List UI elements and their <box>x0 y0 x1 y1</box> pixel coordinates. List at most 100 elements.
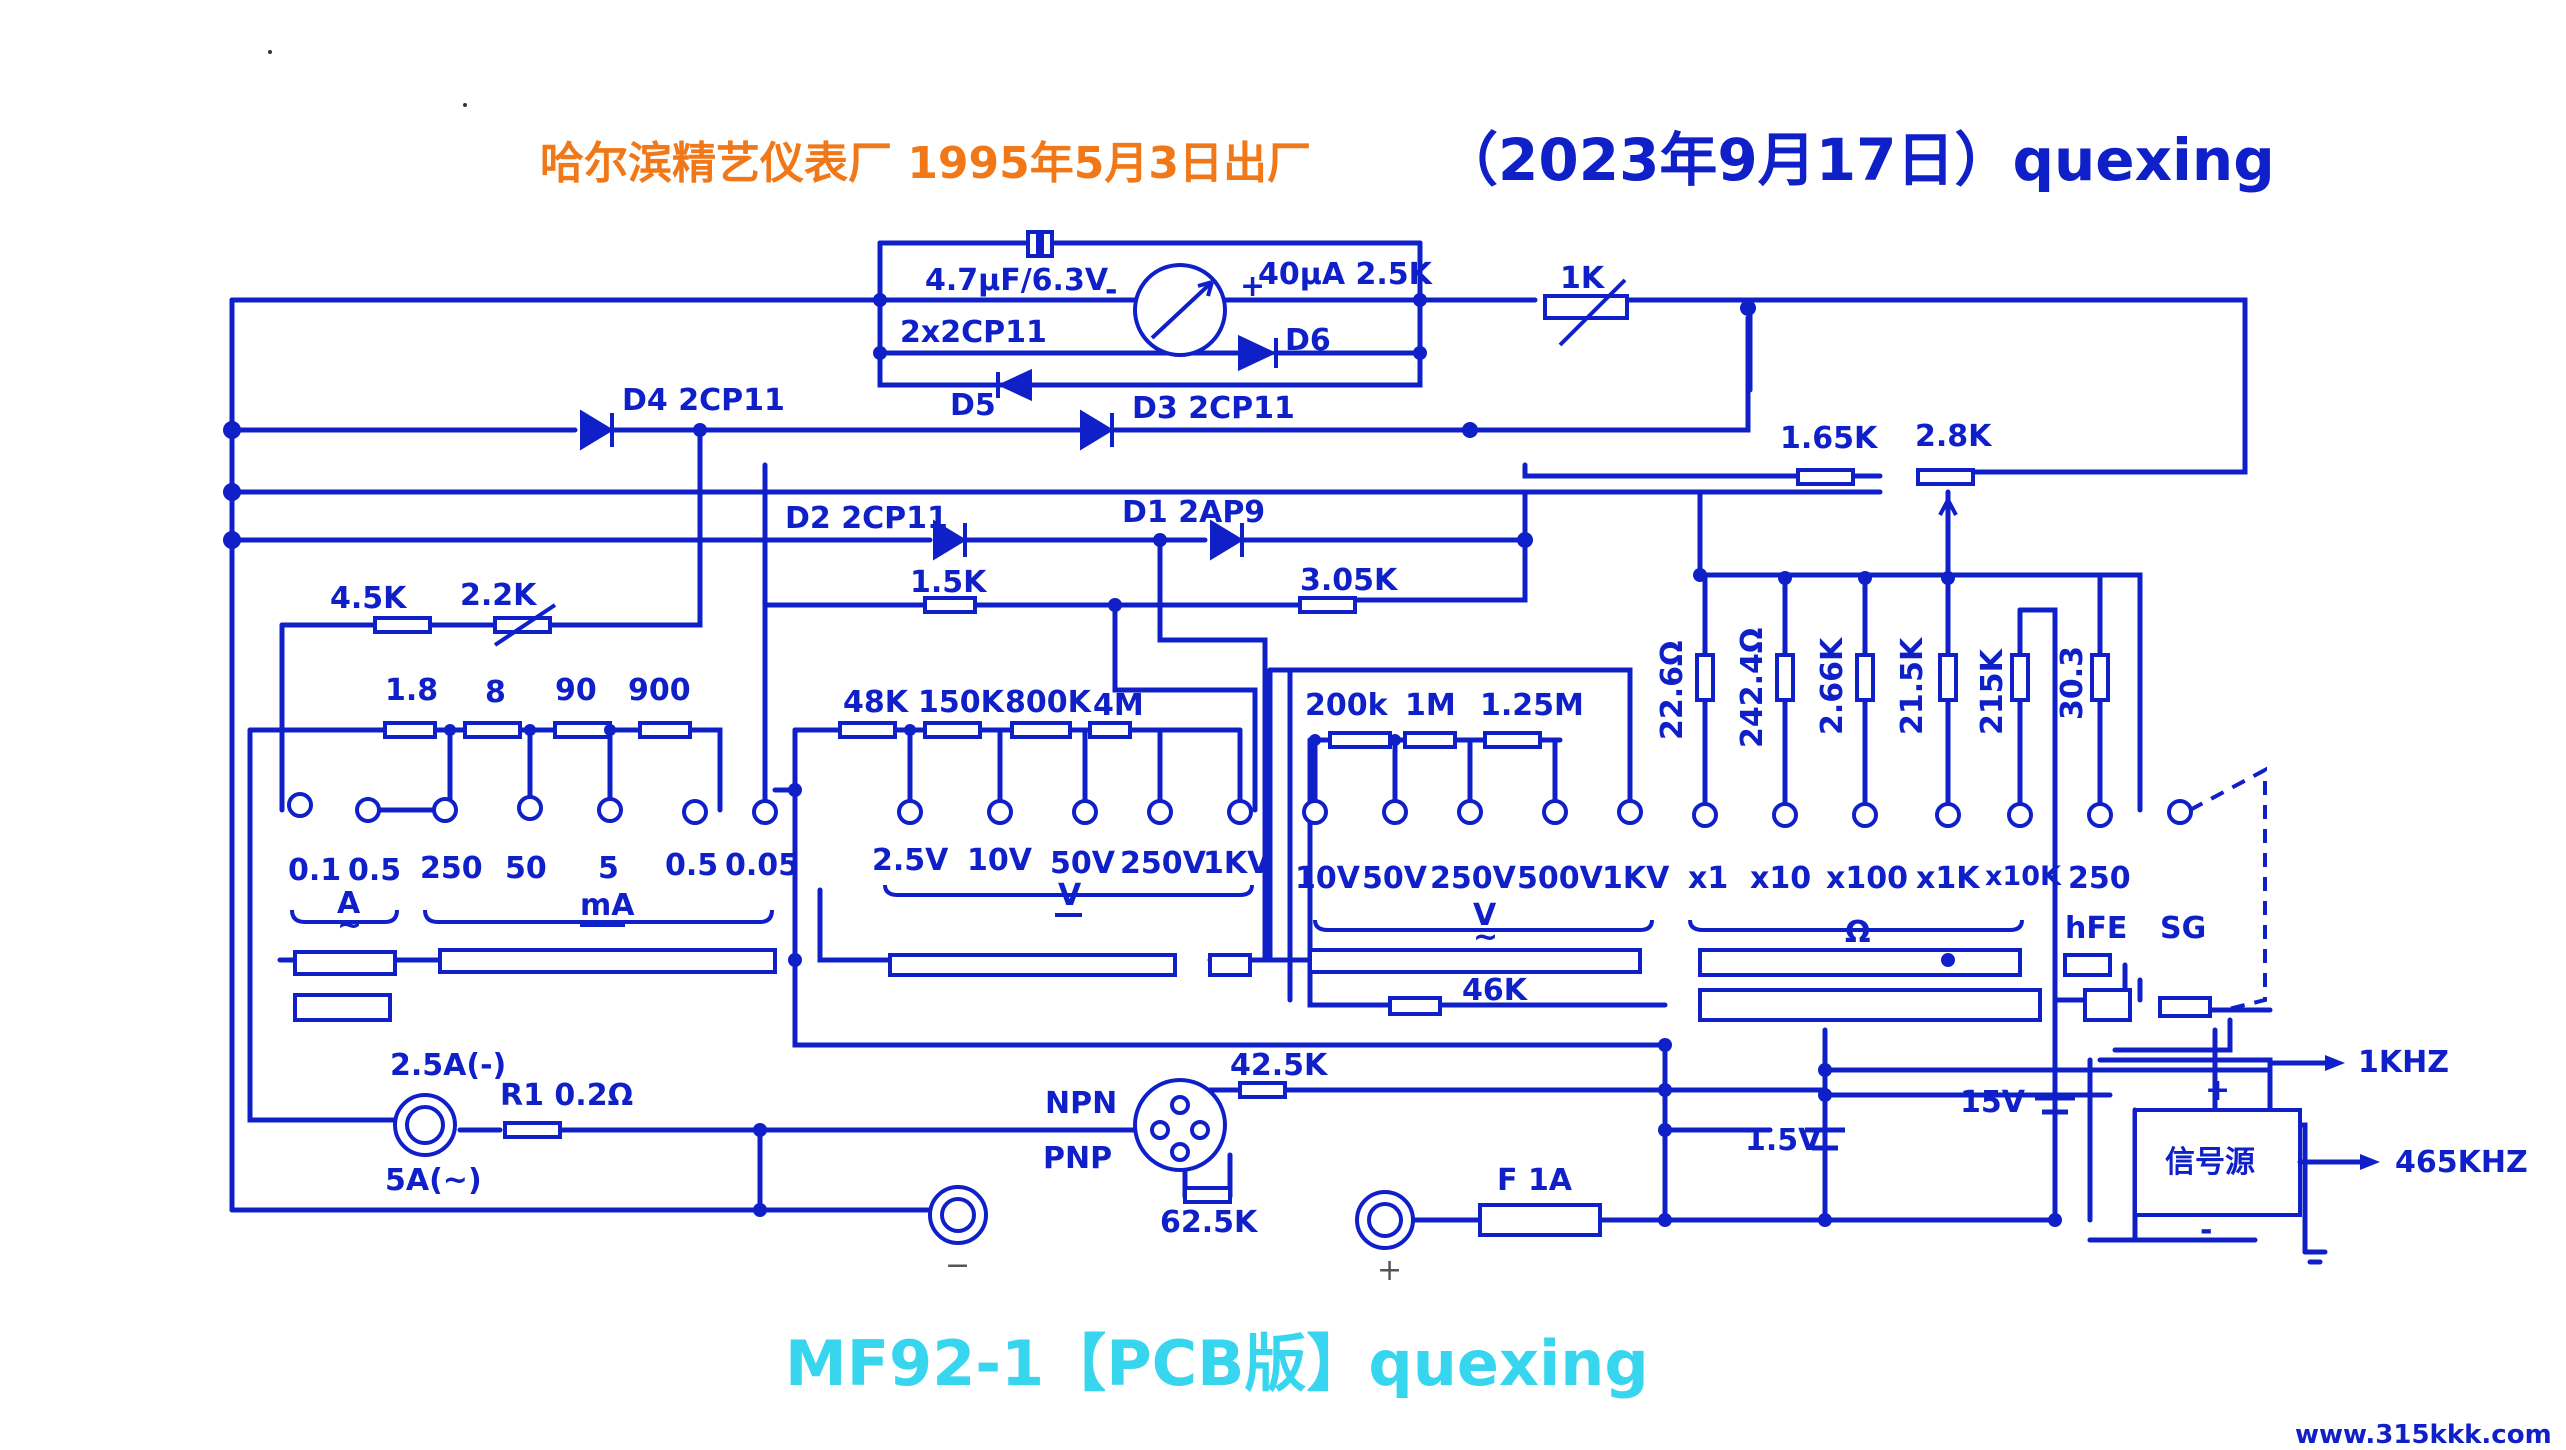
shunt-label: 90 <box>555 673 597 708</box>
out-1khz-label: 1KHZ <box>2358 1045 2449 1080</box>
signal-source-box <box>2133 1108 2302 1217</box>
group-labels: A ~ mA V V ~ Ω hFE SG <box>290 878 2206 955</box>
dcv-resistor-label: 48K <box>843 685 910 720</box>
diode-d2 <box>933 519 967 561</box>
footer-model: MF92-1【PCB版】quexing <box>785 1327 1649 1400</box>
out-465khz-label: 465KHZ <box>2395 1145 2528 1180</box>
dcv-resistor-label: 150K <box>918 685 1006 720</box>
acv-resistors: 200k 1M 1.25M <box>1305 688 1584 749</box>
sg-plus-label: + <box>2205 1073 2230 1108</box>
pnp-label: PNP <box>1043 1141 1112 1176</box>
shunt-label: 8 <box>485 675 506 710</box>
range-label: 50V <box>1050 846 1116 881</box>
range-label: 1KV <box>1203 846 1271 881</box>
sg-dashed-link <box>2189 766 2267 1012</box>
npn-label: NPN <box>1045 1086 1117 1121</box>
wiring <box>229 240 2308 1255</box>
range-label: 5 <box>598 851 619 886</box>
diode-d5 <box>996 368 1032 402</box>
diode-d4 <box>580 409 614 451</box>
r-4-5k-label: 4.5K <box>330 581 408 616</box>
pot-2-2k-label: 2.2K <box>460 578 538 613</box>
shunt-label: 900 <box>628 673 691 708</box>
jack-5a-label: 5A(~) <box>385 1163 482 1198</box>
range-label: 0.1 <box>288 853 341 888</box>
resistor-1-5k <box>923 596 977 614</box>
resistor-r1 <box>503 1121 562 1139</box>
shunt-label: 1.8 <box>385 673 438 708</box>
d3-label: D3 2CP11 <box>1132 391 1295 426</box>
diode-d6 <box>1238 334 1278 372</box>
group-hfe: hFE <box>2065 911 2127 946</box>
range-label: x1K <box>1916 861 1981 896</box>
pot-2-8k <box>1916 468 1975 486</box>
range-label: 50 <box>505 851 547 886</box>
meter-plus: + <box>1240 269 1265 304</box>
resistor-46k <box>1388 996 1442 1016</box>
diode-d3 <box>1080 409 1114 451</box>
ohm-resistor-label: 30.3 <box>2055 646 2090 720</box>
range-label: 250 <box>420 851 483 886</box>
terminal-plus-label: + <box>1377 1253 1402 1288</box>
ground-symbol <box>2302 1249 2328 1265</box>
current-range-labels: 0.1 0.5 250 50 5 0.5 0.05 <box>288 848 799 888</box>
range-label: 0.5 <box>348 853 401 888</box>
range-label: 0.5 <box>665 848 718 883</box>
meter-minus: - <box>1105 273 1117 308</box>
r-42-5k-label: 42.5K <box>1230 1048 1329 1083</box>
ohm-resistors: 22.6Ω 242.4Ω 2.66K 21.5K 215K 30.3 <box>1655 628 2110 748</box>
ohm-resistor-label: 22.6Ω <box>1655 640 1690 740</box>
range-label: 50V <box>1362 861 1428 896</box>
jack-2-5a-label: 2.5A(-) <box>390 1048 506 1083</box>
range-label: 10V <box>1295 861 1361 896</box>
switch-sliders <box>293 948 2212 1022</box>
header-maker: 哈尔滨精艺仪表厂 1995年5月3日出厂 <box>540 138 1311 189</box>
acv-resistor-label: 200k <box>1305 688 1389 723</box>
ohm-resistor-label: 2.66K <box>1815 636 1850 735</box>
stray-dot <box>268 50 272 54</box>
range-label: 500V <box>1517 861 1604 896</box>
d1-label: D1 2AP9 <box>1122 495 1265 530</box>
battery-15v <box>2035 1095 2075 1115</box>
d4-label: D4 2CP11 <box>622 383 785 418</box>
header-note: （2023年9月17日）quexing <box>1440 126 2275 194</box>
fuse-label: F 1A <box>1497 1163 1573 1198</box>
transistor-socket[interactable] <box>1133 1078 1227 1172</box>
d5-label: D5 <box>950 388 996 423</box>
r-3-05k-label: 3.05K <box>1300 563 1399 598</box>
shunt-resistors: 1.8 8 90 900 <box>383 673 692 739</box>
dcv-resistor-label: 800K <box>1005 685 1093 720</box>
battery-1-5v <box>1805 1127 1845 1151</box>
bat-1-5v-label: 1.5V <box>1745 1123 1822 1158</box>
acv-range-labels: 10V 50V 250V 500V 1KV <box>1295 861 1670 896</box>
r-1k-label: 1K <box>1560 261 1606 296</box>
ohm-resistor-label: 215K <box>1975 647 2010 735</box>
fuse-f1a <box>1478 1203 1602 1237</box>
r1-label: R1 0.2Ω <box>500 1078 633 1113</box>
resistor-4-5k <box>373 616 432 634</box>
signal-source-label: 信号源 <box>2165 1145 2255 1180</box>
meter-block: 4.7μF/6.3V - + 40μA 2.5K 2x2CP11 D6 D5 <box>900 230 1434 423</box>
range-label: x10 <box>1750 861 1811 896</box>
ohm-resistor-label: 242.4Ω <box>1735 628 1770 748</box>
group-dcv: V <box>1058 878 1082 913</box>
resistor-42-5k <box>1238 1081 1287 1099</box>
range-label: 10V <box>967 843 1033 878</box>
range-label: 0.05 <box>725 848 799 883</box>
group-ma: mA <box>580 888 635 923</box>
resistor-62-5k <box>1183 1186 1232 1204</box>
acv-resistor-label: 1M <box>1405 688 1456 723</box>
d2-label: D2 2CP11 <box>785 501 948 536</box>
meter-spec: 40μA 2.5K <box>1258 257 1434 292</box>
range-label: 1KV <box>1602 861 1670 896</box>
group-amp-sym: ~ <box>337 908 362 943</box>
dcv-resistor-label: 4M <box>1093 688 1144 723</box>
junctions <box>223 293 2062 1227</box>
r-1-5k-label: 1.5K <box>910 565 988 600</box>
stray-dot <box>463 103 467 107</box>
range-label: 250V <box>1120 846 1207 881</box>
meter-diodes-label: 2x2CP11 <box>900 315 1047 350</box>
sg-minus-label: - <box>2200 1213 2212 1248</box>
group-sg: SG <box>2160 911 2206 946</box>
